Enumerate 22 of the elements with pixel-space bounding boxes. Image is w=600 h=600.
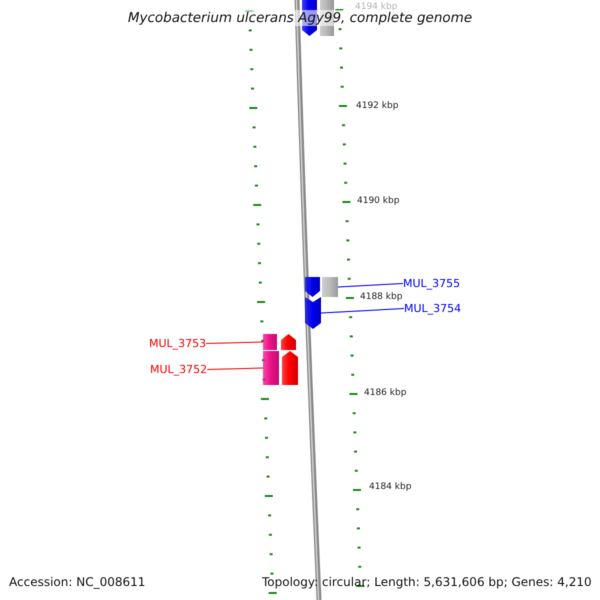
scale-label: 4190 kbp (357, 196, 400, 206)
scale-label: 4192 kbp (356, 101, 398, 111)
leader-line (206, 342, 264, 344)
gene-label: MUL_3752 (150, 363, 208, 376)
scale-label: 4186 kbp (364, 388, 406, 398)
gene-feature-block (281, 334, 296, 350)
scale-label: 4184 kbp (369, 482, 412, 492)
leader-line (338, 283, 404, 288)
gene-feature-bar (322, 277, 338, 297)
gene-feature-bar (263, 334, 277, 350)
leader-line (320, 308, 404, 314)
gene-feature-block (305, 297, 321, 329)
gene-feature-bar (263, 351, 279, 385)
accession-text: Accession: NC_008611 (9, 575, 146, 589)
scale-label: 4194 kbp (355, 2, 398, 12)
scale-label: 4188 kbp (360, 292, 402, 302)
gene-label: MUL_3755 (403, 277, 460, 290)
genome-info-text: Topology: circular; Length: 5,631,606 bp; Genes: 4,210 (262, 575, 592, 589)
gene-feature-block (305, 277, 320, 297)
gene-label: MUL_3754 (404, 302, 462, 315)
leader-line (206, 368, 264, 370)
gene-label: MUL_3753 (149, 337, 206, 350)
